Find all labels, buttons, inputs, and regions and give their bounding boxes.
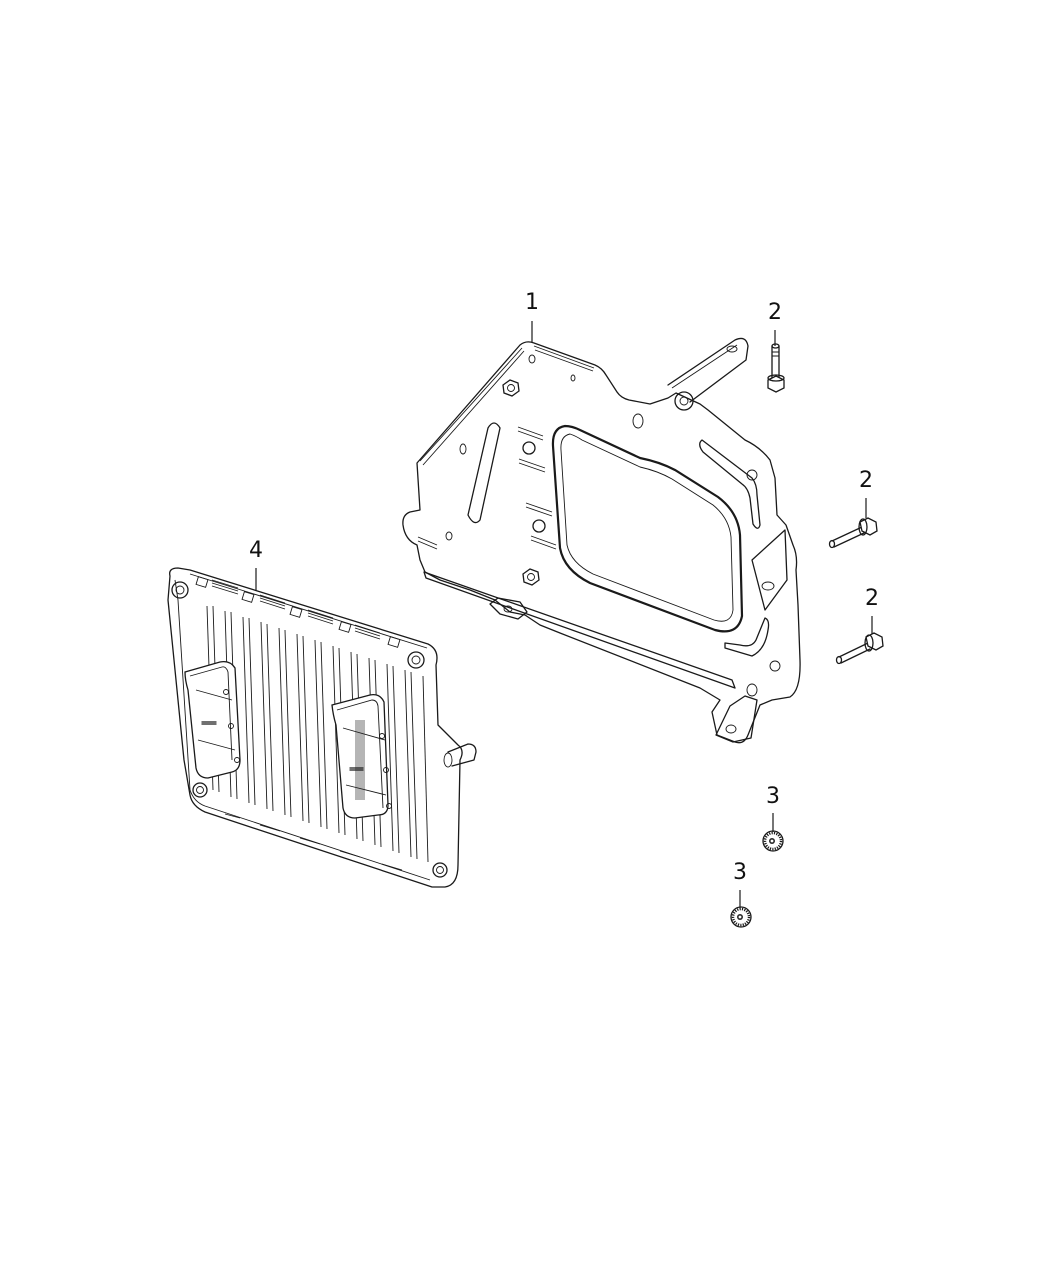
callout-2-bolt-lower: 2 xyxy=(865,586,879,611)
bolt-middle-drawing xyxy=(828,517,878,549)
control-module-drawing xyxy=(167,567,477,888)
callout-2-bolt-middle: 2 xyxy=(859,468,873,493)
leader-lines xyxy=(255,321,873,908)
callout-3-nut-lower: 3 xyxy=(733,860,747,885)
bolt-top-drawing xyxy=(767,343,785,393)
mounting-bracket-drawing xyxy=(402,337,801,744)
callout-2-bolt-top: 2 xyxy=(768,300,782,325)
callout-1-bracket: 1 xyxy=(525,290,539,315)
connector-right xyxy=(331,694,392,819)
nut-upper-drawing xyxy=(762,830,784,852)
connector-left xyxy=(184,660,241,779)
bolt-lower-drawing xyxy=(835,632,884,665)
callout-3-nut-upper: 3 xyxy=(766,784,780,809)
callout-4-control-module: 4 xyxy=(249,538,263,563)
nut-lower-drawing xyxy=(730,906,752,928)
